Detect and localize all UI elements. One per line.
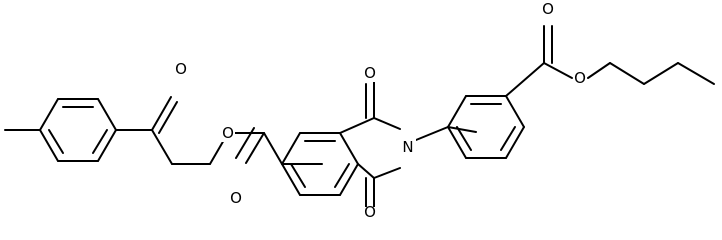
atom-label-o-carbonyl-right: O [541, 0, 555, 18]
bond [158, 101, 178, 134]
bond [643, 62, 679, 85]
svg-text:O: O [230, 189, 242, 207]
atom-label-o-imide-top: O [363, 64, 377, 82]
bond [235, 127, 255, 159]
bond [290, 163, 306, 188]
atom-label-n-imide: N [400, 138, 416, 156]
bond [339, 117, 375, 134]
atom-label-o-ketone: O [174, 60, 188, 78]
svg-text:O: O [574, 69, 586, 87]
bond [263, 132, 283, 165]
bond [677, 62, 715, 85]
bond [500, 126, 516, 151]
svg-text:O: O [364, 203, 376, 220]
bond [543, 62, 573, 79]
imide-ring [339, 81, 449, 213]
bond [245, 132, 265, 164]
bond [39, 98, 59, 131]
bond [48, 129, 64, 154]
bond [505, 95, 525, 128]
bond [339, 132, 359, 165]
bond [415, 126, 449, 141]
bond [357, 163, 375, 179]
ester-left [227, 127, 323, 165]
phenyl-ring-right [447, 95, 525, 159]
atom-label-o-carbonyl-left: O [229, 189, 243, 207]
bond [334, 163, 350, 188]
svg-text:O: O [175, 60, 187, 78]
bond [97, 129, 117, 162]
tolyl-ring [4, 98, 117, 162]
atom-label-o-ester-right: O [573, 69, 587, 87]
bond [447, 126, 467, 159]
bond [609, 62, 645, 85]
structure-diagram: O O O O N O O O [4, 0, 715, 220]
isoindoline-benzo-ring [281, 132, 359, 196]
svg-text:O: O [222, 124, 234, 142]
bond [339, 163, 359, 196]
bond [447, 95, 467, 128]
bond [92, 129, 108, 154]
bond [281, 163, 301, 196]
bond [447, 126, 477, 133]
molecule-canvas: O O O O N O O O [4, 0, 715, 220]
bond [151, 129, 173, 165]
bond [373, 117, 401, 130]
bond [505, 62, 545, 97]
svg-text:O: O [542, 0, 554, 18]
bond [373, 167, 401, 179]
keto-linker [115, 96, 229, 165]
bond [505, 126, 525, 159]
bond [151, 96, 172, 131]
bond [97, 98, 117, 131]
atom-label-o-ester-left: O [221, 124, 235, 142]
butyl-ester [505, 25, 715, 97]
bond [281, 132, 301, 165]
bond [456, 126, 472, 151]
atom-label-o-imide-bottom: O [363, 203, 377, 220]
svg-text:O: O [364, 64, 376, 82]
svg-text:N: N [402, 138, 413, 156]
bond [587, 62, 611, 79]
bond [39, 129, 59, 162]
